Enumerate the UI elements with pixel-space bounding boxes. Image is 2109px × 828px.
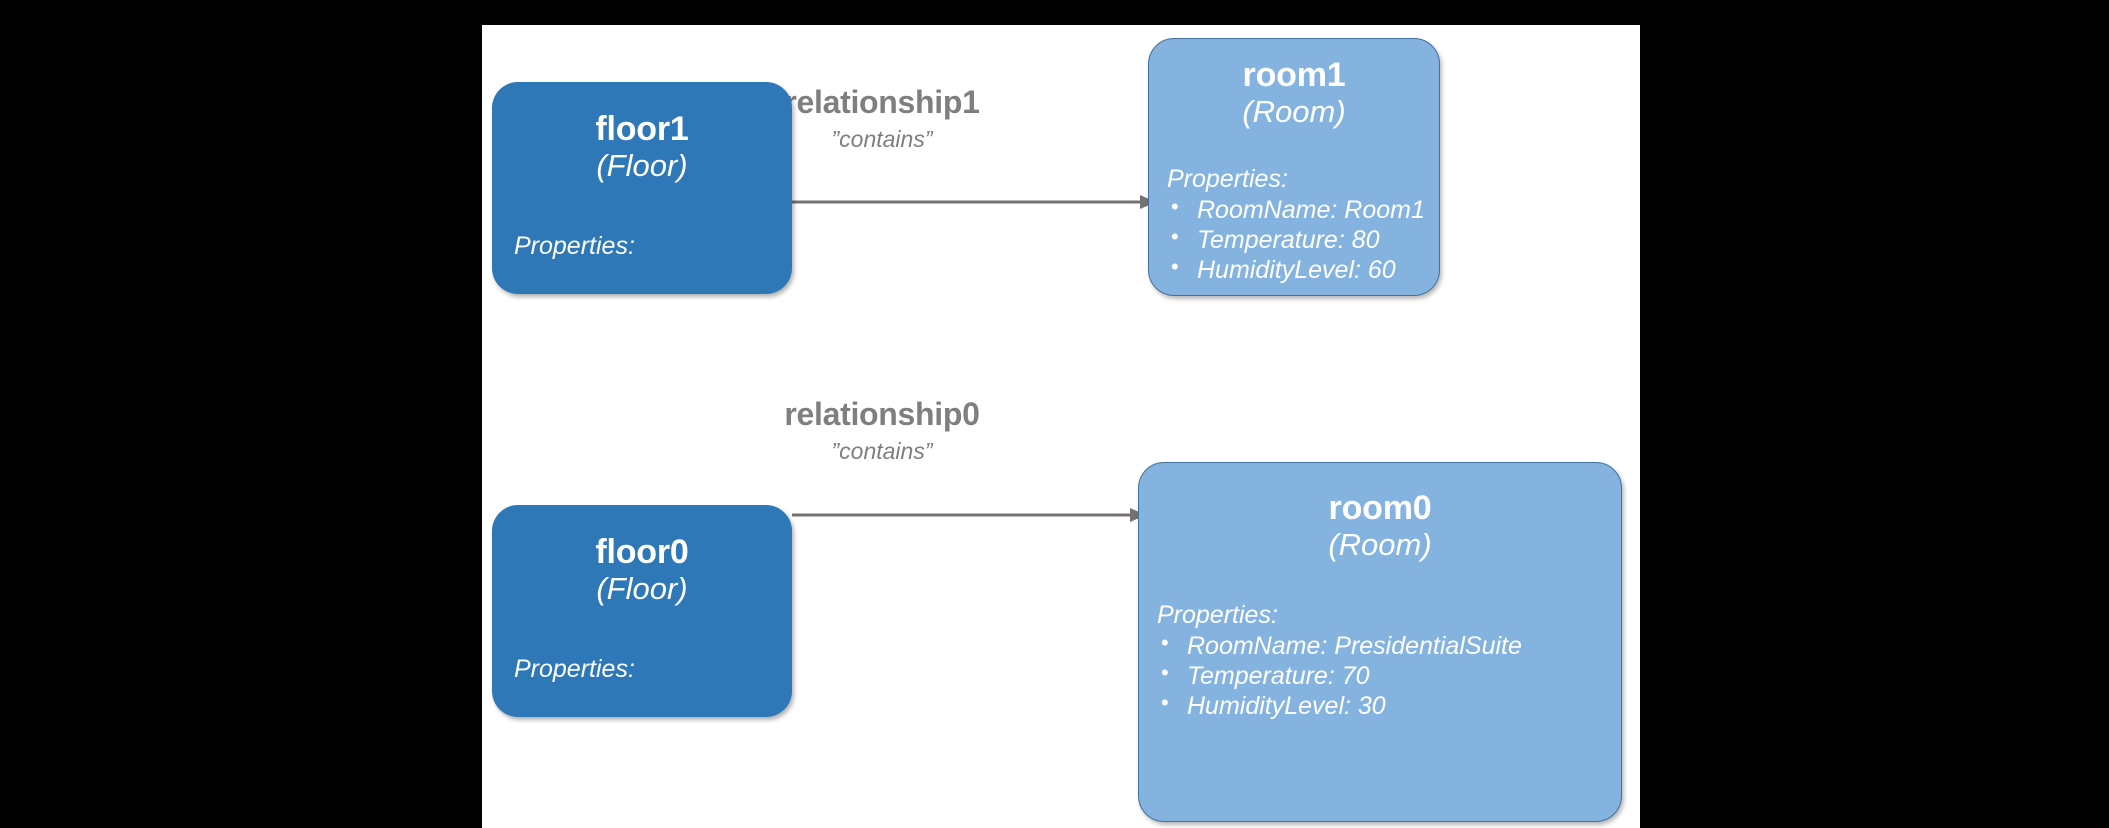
node-floor0[interactable]: floor0 (Floor) Properties: bbox=[492, 505, 792, 717]
diagram-canvas: relationship1 ”contains” relationship0 ”… bbox=[482, 25, 1640, 828]
node-floor1-properties-label: Properties: bbox=[514, 232, 635, 260]
node-room1-properties-label: Properties: bbox=[1167, 165, 1288, 193]
node-room1-type: (Room) bbox=[1242, 93, 1346, 129]
node-room1-title: room1 bbox=[1242, 56, 1346, 94]
node-room1-properties: Properties: RoomName: Room1Temperature: … bbox=[1167, 165, 1425, 285]
edge-name-relationship1: relationship1 bbox=[784, 84, 980, 120]
edge-kind-relationship0: ”contains” bbox=[831, 438, 933, 465]
node-floor1-title: floor1 bbox=[595, 110, 689, 148]
edge-arrow-relationship0 bbox=[792, 505, 1146, 545]
node-room0[interactable]: room0 (Room) Properties: RoomName: Presi… bbox=[1138, 462, 1622, 822]
property-item: Temperature: 70 bbox=[1157, 660, 1522, 691]
node-floor1[interactable]: floor1 (Floor) Properties: bbox=[492, 82, 792, 294]
node-room0-properties: Properties: RoomName: PresidentialSuiteT… bbox=[1157, 601, 1522, 721]
node-room1-properties-list: RoomName: Room1Temperature: 80HumidityLe… bbox=[1167, 193, 1425, 286]
property-item: RoomName: PresidentialSuite bbox=[1157, 629, 1522, 661]
edge-name-relationship0: relationship0 bbox=[784, 396, 980, 432]
node-room0-properties-list: RoomName: PresidentialSuiteTemperature: … bbox=[1157, 629, 1522, 722]
node-floor0-title: floor0 bbox=[595, 533, 689, 571]
node-room1[interactable]: room1 (Room) Properties: RoomName: Room1… bbox=[1148, 38, 1440, 296]
property-item: HumidityLevel: 60 bbox=[1167, 254, 1425, 285]
edge-arrow-relationship1 bbox=[792, 192, 1156, 232]
node-floor1-type: (Floor) bbox=[596, 147, 688, 183]
property-item: RoomName: Room1 bbox=[1167, 193, 1425, 225]
node-floor0-type: (Floor) bbox=[596, 570, 688, 606]
property-item: HumidityLevel: 30 bbox=[1157, 690, 1522, 721]
node-room0-title: room0 bbox=[1328, 489, 1432, 527]
edge-label-relationship0: relationship0 ”contains” bbox=[602, 396, 1162, 465]
edge-label-relationship1: relationship1 ”contains” bbox=[602, 84, 1162, 153]
node-floor0-properties-label: Properties: bbox=[514, 655, 635, 683]
property-item: Temperature: 80 bbox=[1167, 224, 1425, 255]
edge-kind-relationship1: ”contains” bbox=[831, 126, 933, 153]
node-room0-type: (Room) bbox=[1328, 526, 1432, 562]
node-room0-properties-label: Properties: bbox=[1157, 601, 1278, 629]
